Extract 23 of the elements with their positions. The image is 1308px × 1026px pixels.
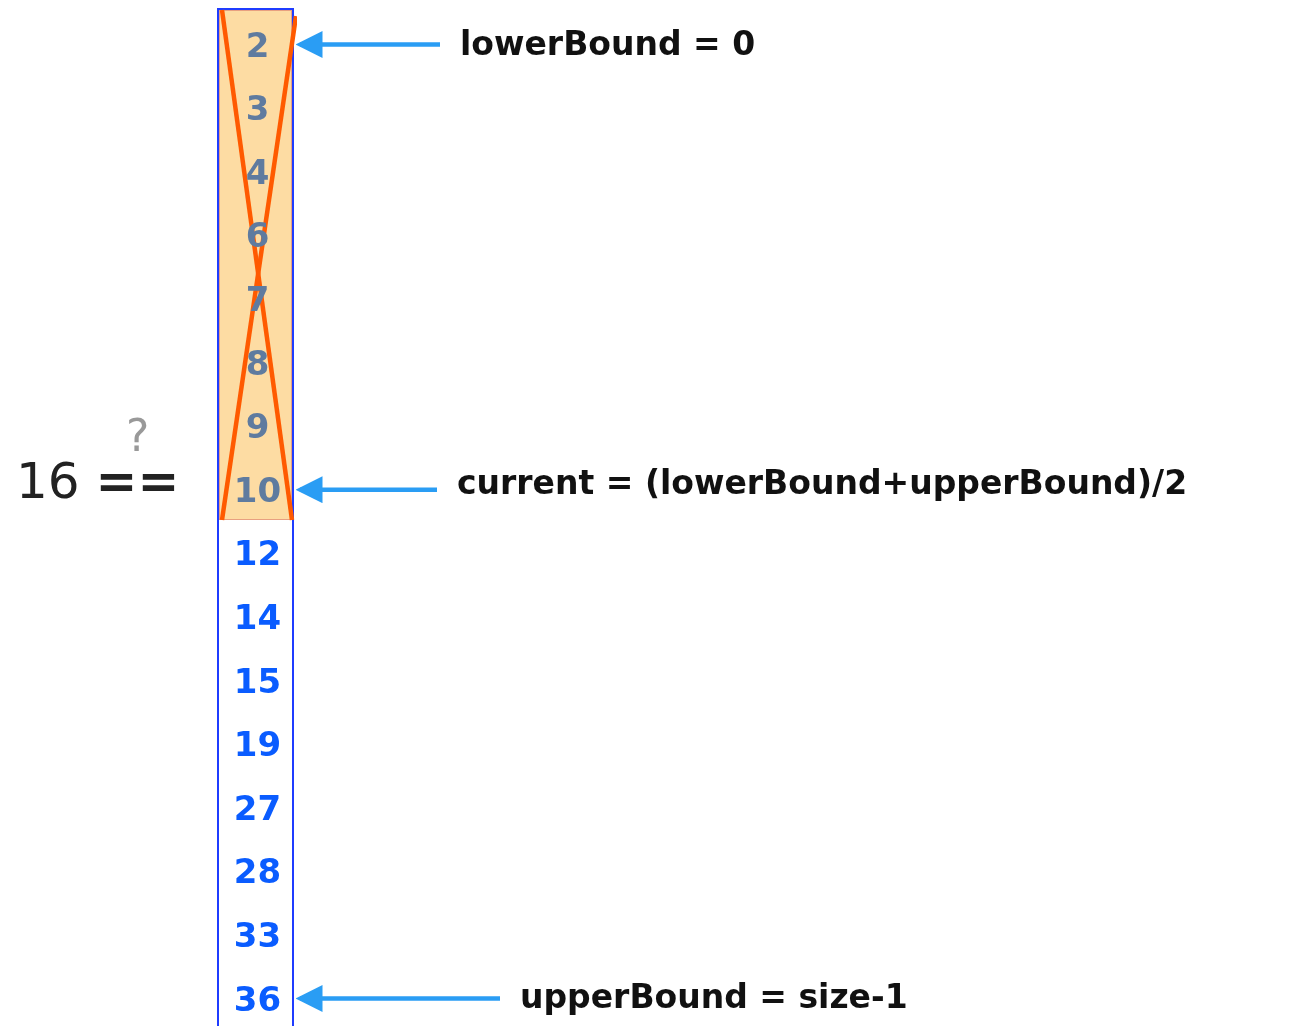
arrow bbox=[295, 476, 437, 504]
array-element: 33 bbox=[219, 903, 296, 967]
variable-annotation: upperBound = size-1 bbox=[520, 977, 908, 1016]
array-element: 27 bbox=[219, 776, 296, 840]
question-mark: ? bbox=[126, 414, 150, 458]
array-element: 36 bbox=[219, 967, 296, 1026]
variable-annotation: lowerBound = 0 bbox=[460, 24, 756, 63]
comparison-expression: 16 == bbox=[16, 456, 180, 506]
arrow bbox=[295, 31, 440, 58]
array-element: 10 bbox=[219, 458, 296, 522]
array-element: 19 bbox=[219, 712, 296, 776]
array-element: 8 bbox=[219, 331, 296, 394]
array-element: 9 bbox=[219, 394, 296, 458]
array-element: 15 bbox=[219, 649, 296, 712]
arrow bbox=[295, 985, 500, 1012]
array-element: 14 bbox=[219, 585, 296, 649]
array-column bbox=[217, 8, 294, 1026]
array-element: 28 bbox=[219, 839, 296, 903]
array-element: 4 bbox=[219, 140, 296, 204]
variable-annotation: current = (lowerBound+upperBound)/2 bbox=[457, 463, 1188, 502]
array-element: 12 bbox=[219, 521, 296, 585]
array-element: 3 bbox=[219, 76, 296, 140]
array-element: 2 bbox=[219, 13, 296, 76]
